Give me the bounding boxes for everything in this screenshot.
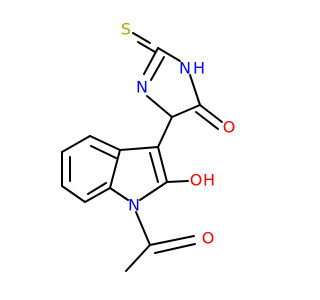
bond-c3-c2-double-a (157, 146, 168, 183)
bond-c2-n1 (139, 181, 168, 201)
atom-hydrogen-hydroxyl: H (203, 171, 215, 190)
bond-c2-s-double-a (132, 32, 151, 44)
atom-nitrogen-nh: N (179, 59, 191, 78)
bond-c3a-c4-double-a (89, 135, 121, 151)
bond-c2-oh (166, 180, 189, 183)
atom-hydrogen-nh: H (193, 59, 205, 78)
bond-c3-c3a (119, 146, 159, 151)
chemical-structure-diagram: S N H N O O H N O (61, 20, 235, 272)
bond-c3-c2-double-b (149, 152, 159, 183)
bond-c7-c7a-double-b (87, 182, 107, 195)
bond-c5-o-double-a (199, 104, 223, 123)
bond-n1-c7a (109, 187, 129, 201)
bond-c4-c3 (157, 116, 173, 148)
bond-c6-c7 (61, 185, 86, 203)
atom-oxygen-hydroxyl: O (190, 171, 203, 190)
bond-nh-c5 (189, 74, 201, 106)
bond-c2-n3-double-a (143, 47, 159, 75)
bond-cacyl-o-double-b (154, 243, 196, 254)
bonds (61, 32, 223, 272)
atom-oxygen-acetyl: O (202, 229, 215, 248)
bond-n3-c4 (146, 95, 173, 118)
bond-cacyl-methyl (125, 244, 151, 272)
bond-c4-c5-benz (61, 135, 91, 153)
bond-c7-c7a-double-a (84, 187, 111, 203)
bond-c2-s-double-b (137, 41, 156, 53)
bond-n1-cacyl (135, 211, 151, 246)
atom-oxygen-carbonyl: O (223, 118, 236, 137)
bond-c3a-c7a (109, 149, 121, 189)
atom-labels: S N H N O O H N O (121, 20, 235, 248)
atom-nitrogen-indole: N (128, 196, 140, 215)
bond-cacyl-o-double-a (149, 235, 195, 246)
atom-sulfur: S (121, 20, 131, 39)
bond-c2-nh (157, 47, 181, 62)
atom-nitrogen-imine: N (136, 78, 148, 97)
bond-c3a-c4-double-b (90, 145, 117, 159)
bond-c4-c5 (171, 104, 201, 118)
bond-c2-n3-double-b (150, 56, 165, 81)
bond-c5-o-double-b (195, 111, 219, 130)
